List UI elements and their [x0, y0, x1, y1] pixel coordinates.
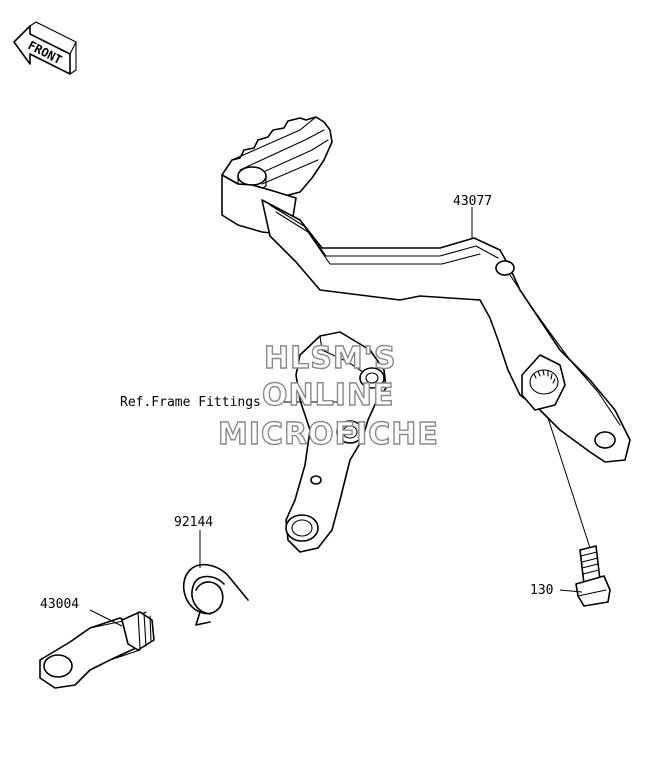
callout-92144: 92144 [174, 515, 213, 530]
leader-lines [89, 207, 591, 627]
bolt-part [575, 545, 611, 607]
callout-43077: 43077 [453, 194, 492, 209]
callout-43004: 43004 [40, 597, 79, 612]
watermark-line-1: HLSM'S [264, 341, 396, 376]
front-arrow-badge: FRONT [13, 21, 77, 75]
return-spring-part [182, 563, 249, 626]
watermark-line-2: ONLINE [262, 378, 395, 413]
callout-130: 130 [530, 583, 553, 598]
watermark: HLSM'S ONLINE MICROFICHE [217, 340, 439, 452]
pedal-shaft-part [39, 611, 155, 689]
frame-fitting-part [285, 331, 387, 553]
callout-ref-frame-fittings: Ref.Frame Fittings [120, 395, 261, 410]
brake-pedal-part [221, 116, 631, 463]
watermark-line-3: MICROFICHE [218, 417, 439, 452]
